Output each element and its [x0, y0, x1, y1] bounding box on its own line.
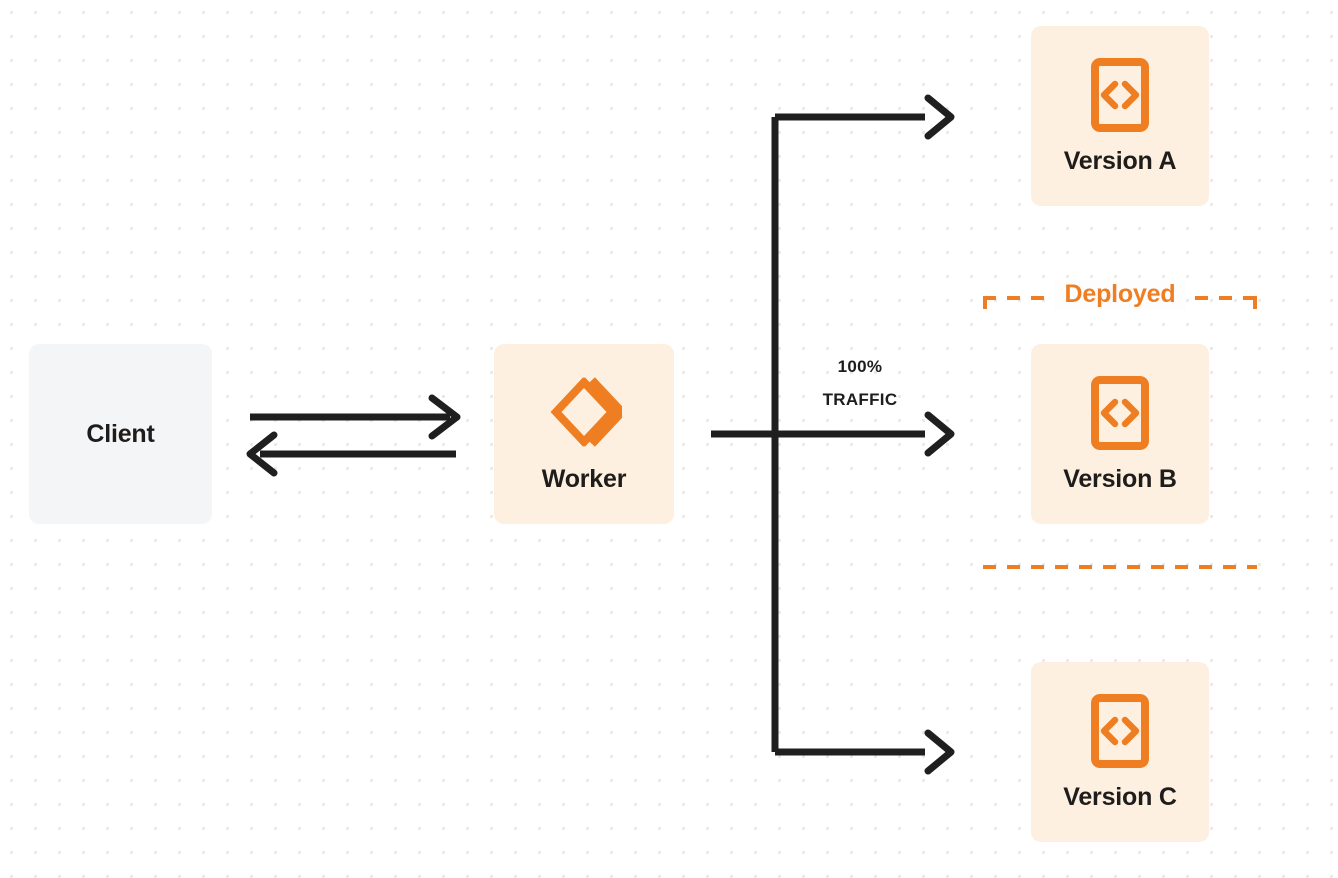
- deployed-border-right: [1253, 296, 1257, 569]
- node-worker[interactable]: Worker: [494, 344, 674, 524]
- node-version-a[interactable]: Version A: [1031, 26, 1209, 206]
- worker-to-client-arrowhead: [246, 431, 278, 477]
- deployed-border-top-left: [983, 296, 1045, 300]
- node-version-b[interactable]: Version B: [1031, 344, 1209, 524]
- deployed-group-label: Deployed: [1054, 280, 1186, 309]
- client-to-worker-arrowhead: [428, 394, 461, 440]
- node-worker-label: Worker: [541, 464, 627, 493]
- node-client-label: Client: [86, 419, 155, 448]
- node-version-c-label: Version C: [1063, 782, 1177, 811]
- traffic-word: TRAFFIC: [822, 390, 898, 410]
- cloudflare-workers-logo-icon: [550, 376, 622, 447]
- code-file-icon: [1091, 693, 1149, 768]
- node-version-a-label: Version A: [1063, 146, 1177, 175]
- branch-c-arrowhead: [924, 729, 955, 775]
- deployed-border-left: [983, 296, 987, 569]
- traffic-label: 100% TRAFFIC: [790, 350, 930, 416]
- node-version-b-label: Version B: [1063, 464, 1177, 493]
- code-file-icon: [1091, 375, 1149, 450]
- node-version-c[interactable]: Version C: [1031, 662, 1209, 842]
- deployed-border-top-right: [1195, 296, 1257, 300]
- deployed-group: Deployed: [983, 280, 1257, 569]
- node-client[interactable]: Client: [29, 344, 212, 524]
- deployed-border-bottom: [983, 565, 1257, 569]
- branch-b-arrowhead: [924, 411, 955, 457]
- branch-a-arrowhead: [924, 94, 955, 140]
- code-file-icon: [1091, 57, 1149, 132]
- traffic-percent: 100%: [837, 357, 883, 376]
